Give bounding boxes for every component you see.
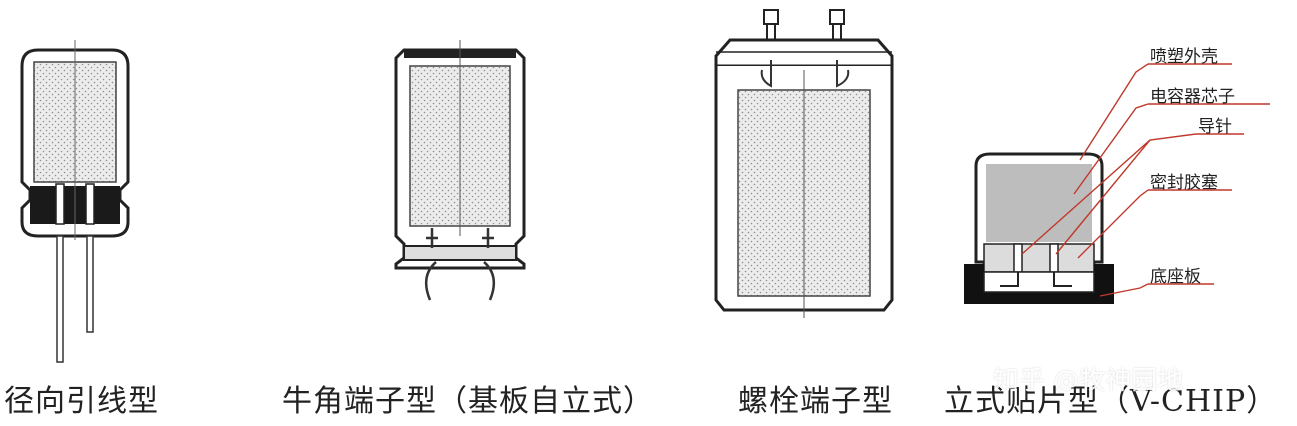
callout-line-pin-b xyxy=(1055,139,1151,255)
snapin-lead-left xyxy=(424,228,438,301)
vchip-pin-right-foot xyxy=(1053,272,1072,287)
screw-terminal-capacitor xyxy=(714,9,894,318)
screw-terminal-right xyxy=(829,9,845,25)
screw-lead-right xyxy=(836,60,850,88)
snap-in-capacitor xyxy=(394,40,526,301)
callout-line-seal xyxy=(1077,189,1149,259)
vchip-seal xyxy=(983,243,1095,273)
callout-capacitor-core: 电容器芯子 xyxy=(1150,87,1235,107)
vchip-capacitor xyxy=(964,63,1270,304)
vchip-pin-left xyxy=(1013,243,1023,273)
watermark: 知乎 @牧神园地 xyxy=(993,366,1184,396)
callout-lead-pin: 导针 xyxy=(1198,117,1232,137)
radial-lead-left-upper xyxy=(55,183,65,225)
callout-resin-shell: 喷塑外壳 xyxy=(1150,47,1218,67)
radial-lead-left xyxy=(56,235,64,363)
vchip-pin-right xyxy=(1049,243,1059,273)
callout-line-core xyxy=(1073,103,1149,195)
vchip-base-plate xyxy=(964,264,1114,304)
snapin-seal xyxy=(403,245,517,261)
screw-lead-left xyxy=(760,60,772,88)
callout-rubber-seal: 密封胶塞 xyxy=(1150,173,1218,193)
radial-lead-right xyxy=(86,235,94,333)
vchip-pin-left-foot xyxy=(1000,272,1019,287)
screw-terminal-left xyxy=(763,9,779,25)
callout-line-shell xyxy=(1079,63,1149,161)
vchip-core xyxy=(986,164,1092,242)
caption-radial: 径向引线型 xyxy=(4,384,159,419)
vchip-base-inner xyxy=(983,271,1095,293)
caption-screw: 螺栓端子型 xyxy=(738,384,893,419)
snapin-lead-right xyxy=(482,228,496,301)
caption-vchip: 立式贴片型（V-CHIP） xyxy=(944,384,1278,419)
radial-lead-right-upper xyxy=(85,183,95,225)
callout-base-plate: 底座板 xyxy=(1150,267,1201,287)
callout-line-base xyxy=(1099,283,1149,297)
screw-cap xyxy=(714,38,894,68)
caption-snap-in: 牛角端子型（基板自立式） xyxy=(282,384,654,419)
radial-lead-capacitor xyxy=(20,40,130,363)
